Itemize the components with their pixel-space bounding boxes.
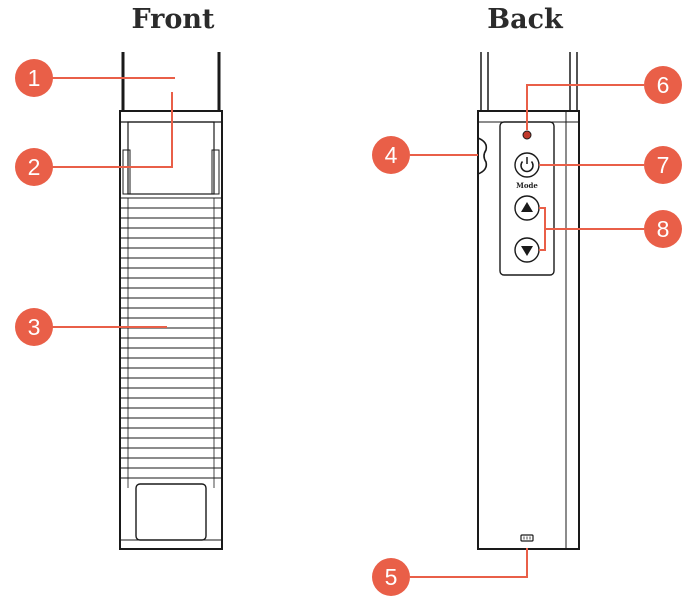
callout-8: 8 [644,210,682,248]
callout-5-number: 5 [385,564,398,590]
mode-label: Mode [516,181,538,190]
back-body [477,110,580,550]
front-bottom-window [135,483,207,541]
callout-3-number: 3 [28,314,41,340]
leader-8-bracket [539,207,546,251]
callout-1: 1 [15,59,53,97]
down-arrow-icon [521,246,533,256]
leader-lines [52,77,644,578]
leader-5 [410,548,528,578]
callout-6-number: 6 [657,72,670,98]
callout-5: 5 [372,558,410,596]
up-arrow-icon [521,202,533,212]
power-icon [520,157,534,173]
front-view-title: Front [131,4,215,35]
front-grille [120,197,222,488]
callout-2-number: 2 [28,154,41,180]
callout-4-number: 4 [385,142,398,168]
side-port [477,137,488,175]
front-tab-right [211,149,220,195]
callout-8-number: 8 [657,216,670,242]
callout-1-number: 1 [28,65,41,91]
indicator-light [522,130,532,140]
callout-6: 6 [644,66,682,104]
power-button[interactable] [514,152,540,178]
callout-2: 2 [15,148,53,186]
leader-2 [52,92,173,168]
front-tab-left [122,149,131,195]
callout-3: 3 [15,308,53,346]
back-view-title: Back [487,4,563,35]
back-device [477,52,580,550]
callout-4: 4 [372,136,410,174]
callout-7-number: 7 [657,152,670,178]
bottom-port [520,534,534,542]
leader-6 [526,84,644,130]
callout-7: 7 [644,146,682,184]
